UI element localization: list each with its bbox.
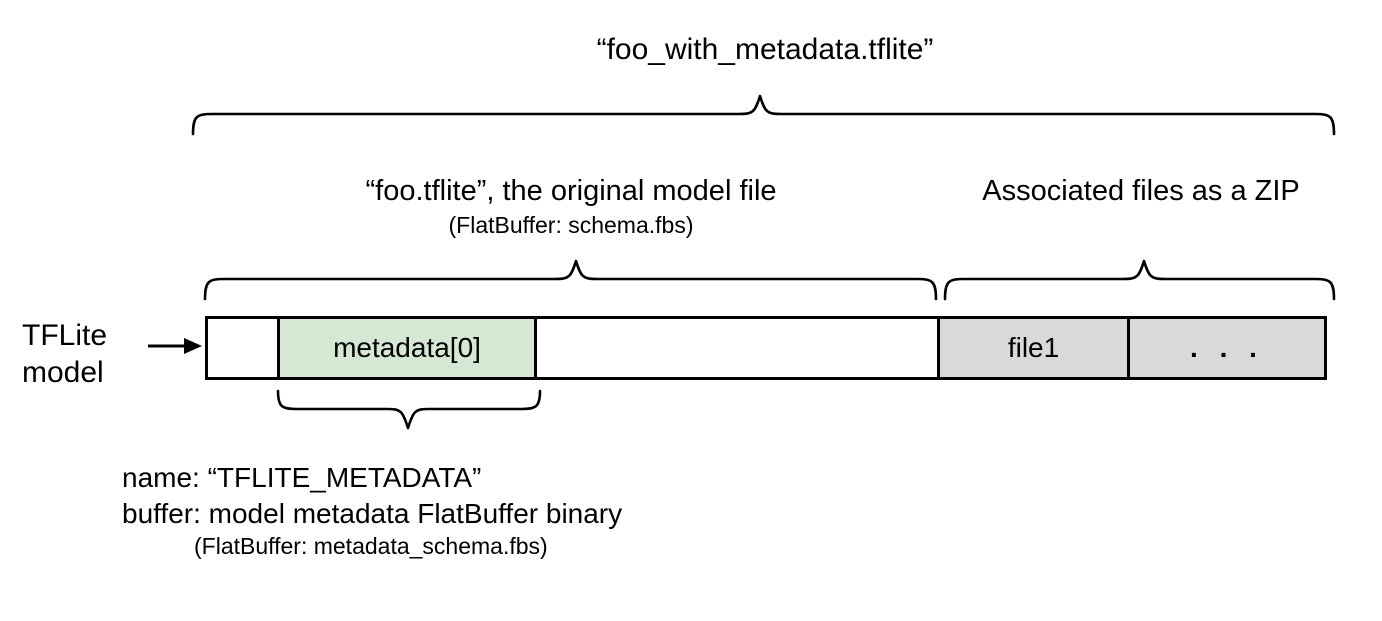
brace-associated-files bbox=[942, 258, 1340, 301]
brace-original-model bbox=[202, 258, 942, 301]
bar-cell-more-files-label: . . . bbox=[1190, 332, 1264, 363]
bar-cell-empty-leading bbox=[208, 319, 280, 377]
brace-metadata-detail bbox=[275, 388, 543, 434]
section-label-associated-files: Associated files as a ZIP bbox=[982, 175, 1300, 207]
bar-cell-file1-label: file1 bbox=[1007, 332, 1060, 363]
section-label-original-model: “foo.tflite”, the original model file bbox=[365, 175, 777, 207]
metadata-note-buffer: buffer: model metadata FlatBuffer binary bbox=[122, 497, 623, 529]
bar-cell-more-files: . . . bbox=[1130, 319, 1324, 377]
bar-cell-metadata-label: metadata[0] bbox=[333, 332, 481, 363]
bar-cell-file1: file1 bbox=[940, 319, 1130, 377]
bar-cell-metadata: metadata[0] bbox=[280, 319, 537, 377]
metadata-note-name: name: “TFLITE_METADATA” bbox=[122, 462, 482, 493]
diagram-title: “foo_with_metadata.tflite” bbox=[596, 33, 934, 66]
section-sublabel-original-model: (FlatBuffer: schema.fbs) bbox=[448, 212, 694, 238]
arrow-right-icon bbox=[148, 334, 202, 358]
metadata-note-schema: (FlatBuffer: metadata_schema.fbs) bbox=[194, 532, 548, 559]
left-label-line2: model bbox=[22, 355, 104, 389]
left-label-line1: TFLite bbox=[22, 319, 108, 352]
left-label-tflite-model: TFLite model bbox=[22, 318, 107, 391]
metadata-note: name: “TFLITE_METADATA” buffer: model me… bbox=[122, 460, 622, 561]
bar-cell-model-body bbox=[537, 319, 940, 377]
tflite-model-bar: metadata[0] file1 . . . bbox=[205, 316, 1327, 380]
brace-whole-file bbox=[190, 93, 1340, 136]
